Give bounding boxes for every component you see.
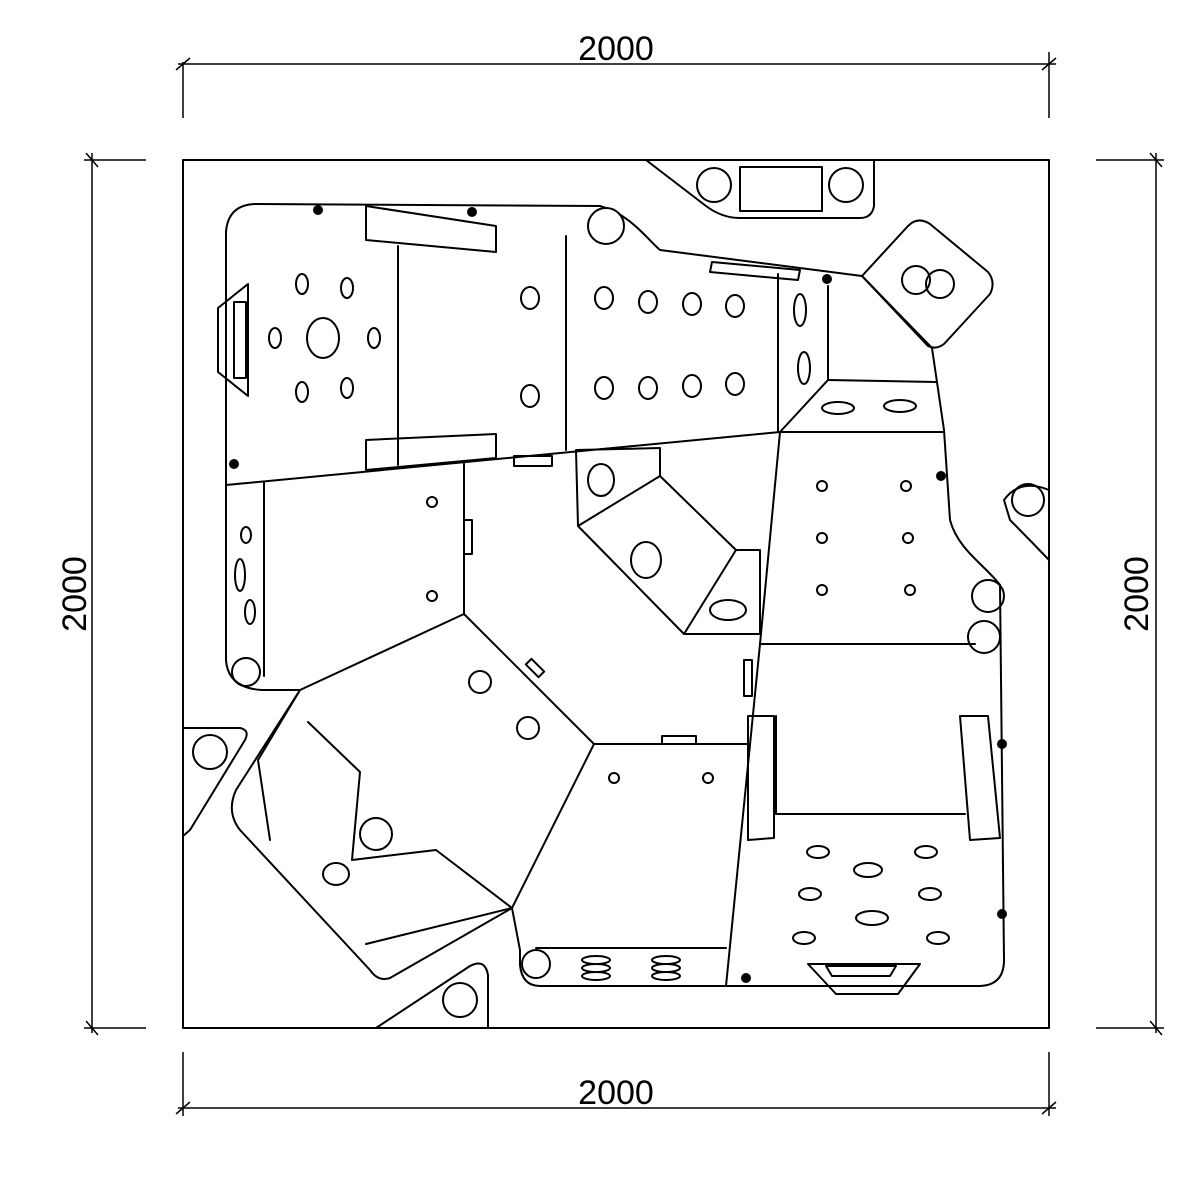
lounger-footwell-fitting <box>807 963 921 995</box>
cabinet-outline <box>182 159 1050 1029</box>
central-jet <box>306 317 340 359</box>
pillow-bottom-left <box>359 817 393 851</box>
seat-left <box>231 462 595 745</box>
seat-top-right <box>594 261 801 433</box>
shell-outline <box>225 203 1005 987</box>
bottom-corner-jet <box>442 982 478 1018</box>
dimension-left-label: 2000 <box>56 556 94 632</box>
lounger-armrest-right <box>959 715 1001 841</box>
seat-bottom-left <box>257 657 546 945</box>
dimension-right-label: 2000 <box>1118 556 1156 632</box>
light-1 <box>313 205 323 215</box>
dimension-bottom-label: 2000 <box>578 1074 654 1112</box>
seat-right <box>743 431 1005 697</box>
dimension-right: 2000 <box>1096 152 1164 1036</box>
center-step <box>575 447 761 635</box>
pillow-top <box>587 207 625 245</box>
filter-cup-inner <box>233 301 247 379</box>
right-edge-jet <box>1011 483 1045 517</box>
diamond-jet-1 <box>901 265 931 295</box>
headrest-top-right <box>709 261 801 281</box>
pillow-bottom <box>521 949 551 979</box>
control-knob-left <box>696 167 732 203</box>
lounger-armrest-left <box>747 715 775 841</box>
led-lights <box>229 205 1007 983</box>
top-control-panel <box>645 159 875 219</box>
left-corner-jet <box>192 734 228 770</box>
corner-seat-right <box>779 285 937 433</box>
seat-top-middle <box>513 235 567 467</box>
seat-fitting <box>513 455 553 467</box>
dimension-left: 2000 <box>56 152 146 1036</box>
light-4 <box>229 459 239 469</box>
lounger-seat <box>725 643 1001 995</box>
control-knob-right <box>828 167 864 203</box>
dimension-top-label: 2000 <box>578 30 654 68</box>
filter-cup <box>217 283 249 397</box>
dimension-top: 2000 <box>175 30 1057 118</box>
light-2 <box>467 207 477 217</box>
light-3 <box>822 274 832 284</box>
pillow-right-1 <box>971 579 1005 613</box>
pillow-right-2 <box>967 620 1001 654</box>
left-corner-block <box>182 727 248 837</box>
seat-bottom <box>511 735 749 981</box>
pillow-left <box>231 657 261 687</box>
control-display <box>739 166 823 212</box>
headrest-top-left <box>365 205 497 253</box>
right-edge-fitting <box>1003 483 1050 561</box>
corner-diamond-block <box>861 219 994 349</box>
light-8 <box>741 973 751 983</box>
diamond-jet-2 <box>925 269 955 299</box>
seat-top-left <box>217 205 781 486</box>
armrest-top-left <box>365 433 497 471</box>
bottom-corner-block <box>375 962 489 1029</box>
dimension-bottom: 2000 <box>175 1052 1057 1116</box>
light-7 <box>997 909 1007 919</box>
light-5 <box>936 471 946 481</box>
light-6 <box>997 739 1007 749</box>
